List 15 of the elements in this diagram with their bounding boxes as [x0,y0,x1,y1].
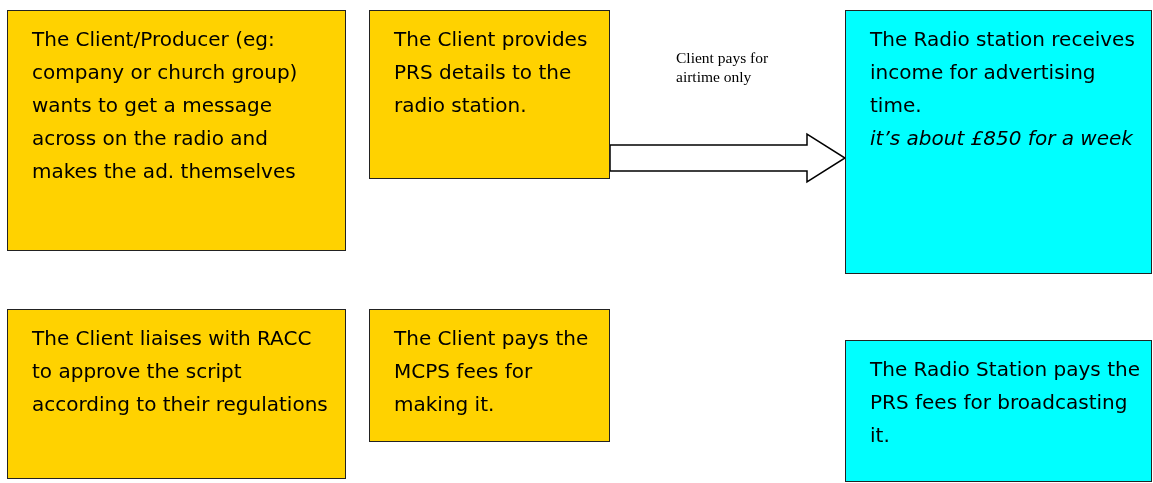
text-box [369,10,610,179]
box-text: The Client provides PRS details to the radio station. [394,26,589,119]
box-text: The Client liaises with RACC to approve the script according to their regulations [32,325,329,418]
box-text: it’s about £850 for a week [870,125,1134,152]
text-box [7,10,346,251]
box-text: The Client pays the MCPS fees for making it. [394,325,590,418]
box-text: The Client/Producer (eg: company or church group) wants to get a message across on the radio and makes the ad. themselves [32,26,299,185]
box-text: The Radio Station pays the PRS fees for broadcasting it. [870,356,1141,449]
text-box [845,340,1152,482]
block-arrow [609,132,847,184]
edge-label: Client pays for airtime only [676,48,770,86]
text-box [369,309,610,442]
text-box [845,10,1152,274]
text-box [7,309,346,479]
box-text: The Radio station receives income for advertising time. [870,26,1136,119]
